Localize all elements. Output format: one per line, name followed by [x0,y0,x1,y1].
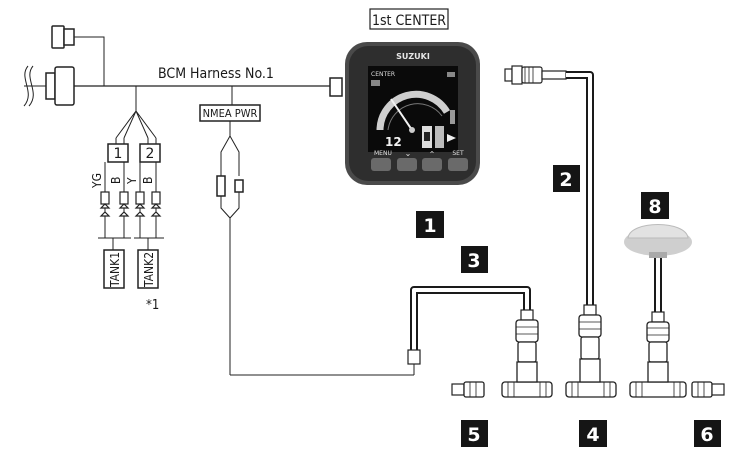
callout-6: 6 [694,420,721,447]
gauge-button-label-up: ⌃ [429,150,436,159]
terminator-right [691,381,725,398]
tee-connector-power [501,361,553,398]
callout-3: 3 [461,246,488,273]
gauge-menu-button [371,158,391,171]
gauge-button-label-down: ⌄ [405,149,412,158]
gauge-screen: CENTER 12 [368,66,458,152]
gauge-down-button [397,158,417,171]
callout-4-label: 4 [586,424,599,446]
drop-connector-gauge [578,304,602,360]
tank-2-label: TANK2 [142,252,156,288]
harness-left: BCM Harness No.1 1 2 YG B [23,25,414,376]
fuel-connector-1: 1 [107,143,129,163]
harness-aux-plug [51,25,105,86]
wire-color-y: Y [125,177,139,185]
fuel-sender-branch: 1 2 YG B Y B [90,86,164,313]
gauge-readout: 12 [385,135,402,149]
terminator-left [451,381,485,398]
gauge-up-button [422,158,442,171]
gauge-position-label: 1st CENTER [372,13,446,29]
callout-4: 4 [579,420,607,447]
tank-1-label: TANK1 [108,252,122,288]
gauge-set-button [448,158,468,171]
tank-2: TANK2 [137,249,159,289]
nmea-power-label: NMEA PWR [203,107,258,120]
wire-color-yg: YG [90,173,104,189]
tee-connector-gps [629,361,687,398]
nmea-power-branch: NMEA PWR [199,86,414,376]
tee-connector-gauge [565,358,617,398]
callout-8-label: 8 [648,196,661,218]
gauge-button-label-menu: MENU [374,150,392,157]
fuel-connector-2-label: 2 [146,146,155,162]
drop-connector-power [515,309,539,363]
fuel-connector-2: 2 [139,143,161,163]
multi-function-gauge: 1st CENTER SUZUKI CENTER 12 MENU ⌄ ⌃ SET [345,8,480,185]
callout-2-label: 2 [559,169,572,191]
gauge-button-label-set: SET [452,150,464,157]
callout-8: 8 [641,192,669,219]
gauge-drop-cable [504,65,594,305]
gauge-screen-label: CENTER [371,71,395,78]
callout-2: 2 [553,165,580,192]
wire-color-b1: B [109,177,123,184]
fuel-connector-1-label: 1 [114,146,123,162]
callout-1-label: 1 [423,215,436,237]
callout-5: 5 [461,420,488,447]
power-cable [407,286,531,375]
callout-6-label: 6 [700,424,713,446]
tank-1: TANK1 [103,249,125,289]
harness-main-plug [45,66,75,106]
callout-3-label: 3 [467,250,480,272]
gps-antenna [624,224,692,312]
callout-1: 1 [416,211,444,238]
wire-color-b2: B [141,177,155,184]
harness-label: BCM Harness No.1 [158,66,274,82]
tank-note: *1 [146,298,159,313]
callout-5-label: 5 [467,424,480,446]
drop-connector-gps [646,311,670,363]
gauge-brand: SUZUKI [396,52,430,61]
harness-end-plug [329,77,343,97]
